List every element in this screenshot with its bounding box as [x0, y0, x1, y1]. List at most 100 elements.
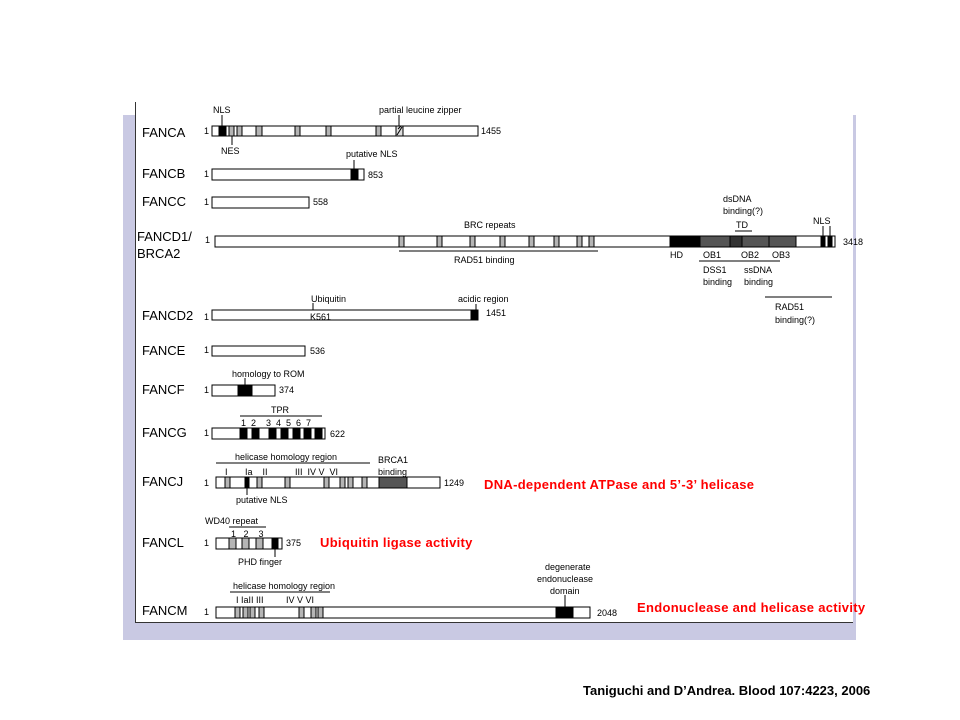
brc-repeat: [588, 235, 595, 248]
fancd2-end: 1451: [486, 308, 506, 318]
fancb-name: FANCB: [142, 166, 185, 181]
rom-label: homology to ROM: [232, 369, 305, 379]
fancm-end: 2048: [597, 608, 617, 618]
motif-box: [298, 606, 305, 619]
fancj-row: FANCJ 1 helicase homology region BRCA1 b…: [142, 452, 464, 505]
fancb-end: 853: [368, 170, 383, 180]
wd40-repeat: [255, 537, 264, 550]
ob2-label: OB2: [741, 250, 759, 260]
motif-box: [317, 606, 324, 619]
hd-label: HD: [670, 250, 683, 260]
fanca-domain: [255, 125, 263, 137]
hd-domain: [669, 235, 701, 248]
fanca-nes-label: NES: [221, 146, 240, 156]
fanca-nls-label: NLS: [213, 105, 231, 115]
brc-repeat: [499, 235, 506, 248]
degenerate-label-2: endonuclease: [537, 574, 593, 584]
fancd1-name-line2: BRCA2: [137, 246, 180, 261]
fancl-row: FANCL 1 WD40 repeat 1 2 3 PHD finger 375: [142, 516, 301, 567]
rad51-c-label-1: RAD51: [775, 302, 804, 312]
degenerate-label-3: domain: [550, 586, 580, 596]
fancj-activity-label: DNA-dependent ATPase and 5’-3’ helicase: [484, 477, 755, 492]
fancd2-start: 1: [204, 312, 209, 322]
brc-repeats-label: BRC repeats: [464, 220, 516, 230]
motif-box: [249, 606, 256, 619]
rad51-c-label-2: binding(?): [775, 315, 815, 325]
fancd1-end: 3418: [843, 237, 863, 247]
phd-domain: [271, 537, 279, 550]
dsdna-label-1: dsDNA: [723, 194, 752, 204]
fancc-name: FANCC: [142, 194, 186, 209]
ubiquitin-label: Ubiquitin: [311, 294, 346, 304]
motif-box: [323, 476, 330, 489]
dss1-label-1: DSS1: [703, 265, 727, 275]
degenerate-label-1: degenerate: [545, 562, 591, 572]
ob3-domain: [768, 235, 797, 248]
motif-box: [347, 476, 354, 489]
fancd2-row: FANCD2 1 Ubiquitin K561 acidic region 14…: [142, 294, 509, 323]
fancj-name: FANCJ: [142, 474, 183, 489]
tpr-motif: [268, 427, 277, 440]
fancc-bar: [211, 196, 310, 209]
tpr-motif: [251, 427, 260, 440]
citation: Taniguchi and D’Andrea. Blood 107:4223, …: [583, 683, 871, 698]
fancl-activity-label: Ubiquitin ligase activity: [320, 535, 473, 550]
wd40-repeat: [241, 537, 250, 550]
fancb-nls-domain: [350, 168, 359, 181]
fancg-row: FANCG 1 TPR 1 2 3 4 5 6 7 622: [142, 405, 345, 440]
fance-end: 536: [310, 346, 325, 356]
motif-box: [310, 606, 317, 619]
fanca-end: 1455: [481, 126, 501, 136]
fancc-end: 558: [313, 197, 328, 207]
fancj-nls-label: putative NLS: [236, 495, 288, 505]
wd40-label: WD40 repeat: [205, 516, 259, 526]
fancd1-start: 1: [205, 235, 210, 245]
fancd2-name: FANCD2: [142, 308, 193, 323]
rad51-binding-label: RAD51 binding: [454, 255, 515, 265]
brc-repeat: [576, 235, 583, 248]
endonuclease-domain: [555, 606, 574, 619]
dsdna-label-2: binding(?): [723, 206, 763, 216]
tpr-motif: [303, 427, 312, 440]
fancb-nls-label: putative NLS: [346, 149, 398, 159]
fancc-row: FANCC 1 558: [142, 194, 328, 209]
fanca-domain: [228, 125, 235, 137]
brca1-label-1: BRCA1: [378, 455, 408, 465]
dss1-label-2: binding: [703, 277, 732, 287]
fancf-row: FANCF 1 homology to ROM 374: [142, 369, 305, 397]
ob3-label: OB3: [772, 250, 790, 260]
fancd1-nls-domain: [820, 235, 826, 248]
helicase-motif-labels: I IaII III IV V VI: [236, 595, 314, 605]
td-label: TD: [736, 220, 748, 230]
fancd1-nls-label: NLS: [813, 216, 831, 226]
fancj-nls-domain: [244, 476, 250, 489]
fancg-start: 1: [204, 428, 209, 438]
fancl-name: FANCL: [142, 535, 184, 550]
acidic-label: acidic region: [458, 294, 509, 304]
fancd1-row: FANCD1/ BRCA2 1 BRC r: [137, 194, 863, 325]
tpr-numbers: 1 2 3 4 5 6 7: [241, 418, 311, 428]
acidic-domain: [470, 309, 479, 321]
brc-repeat: [469, 235, 476, 248]
wd40-numbers: 1 2 3: [231, 529, 264, 539]
fancg-end: 622: [330, 429, 345, 439]
fancg-name: FANCG: [142, 425, 187, 440]
diagram-panel: [135, 102, 853, 623]
wd40-repeat: [228, 537, 237, 550]
motif-box: [242, 606, 249, 619]
fancj-end: 1249: [444, 478, 464, 488]
fancm-start: 1: [204, 607, 209, 617]
ob1-label: OB1: [703, 250, 721, 260]
fancm-bar: [215, 606, 591, 619]
fance-bar: [211, 345, 306, 357]
helicase-region-label: helicase homology region: [233, 581, 335, 591]
fancf-name: FANCF: [142, 382, 185, 397]
fanca-start: 1: [204, 126, 209, 136]
motif-box: [361, 476, 368, 489]
brc-repeat: [436, 235, 443, 248]
brc-repeat: [553, 235, 560, 248]
fanca-domain: [236, 125, 243, 137]
helicase-motif-labels: I Ia II III IV V VI: [225, 467, 338, 477]
fance-row: FANCE 1 536: [142, 343, 325, 358]
brca1-domain: [378, 476, 408, 489]
